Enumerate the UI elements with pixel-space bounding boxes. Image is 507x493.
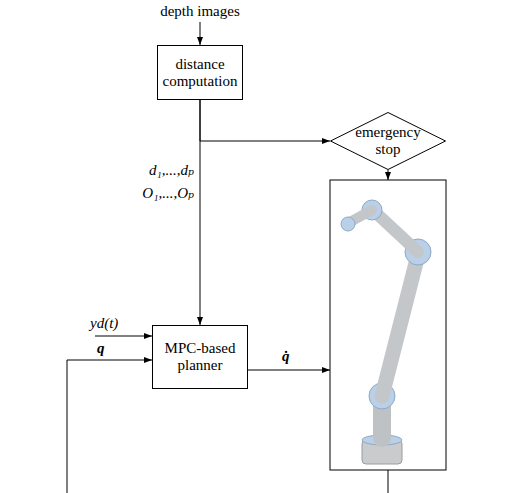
robot-arm	[341, 200, 431, 464]
robot-link	[375, 212, 418, 252]
process-text: MPC-based planner	[158, 340, 242, 374]
command-arrow	[248, 370, 330, 371]
process-box: MPC-based planner	[152, 325, 248, 389]
input-arrow	[200, 22, 201, 45]
signal-label: q	[97, 340, 127, 357]
flow-arrow	[200, 100, 330, 141]
signal-label: q̇	[282, 348, 312, 365]
input-label: depth images	[130, 3, 270, 20]
signal-label: d₁,...,dₚ	[100, 162, 194, 179]
feedback-line	[67, 360, 152, 493]
process-box: distance computation	[157, 45, 243, 100]
stop-arrow	[388, 170, 389, 180]
decision-diamond: emergency stop	[330, 112, 446, 170]
reference-arrow	[95, 336, 152, 337]
process-text: distance computation	[163, 56, 238, 90]
signal-label: yd(t)	[90, 315, 150, 332]
feedback-line	[388, 470, 389, 493]
robot-link	[382, 255, 418, 396]
diamond-shape	[331, 113, 446, 170]
signal-label: O₁,...,Oₚ	[100, 185, 194, 202]
robot-frame	[330, 180, 446, 470]
decision-text: emergency stop	[351, 124, 425, 158]
robot-joint	[341, 217, 355, 231]
